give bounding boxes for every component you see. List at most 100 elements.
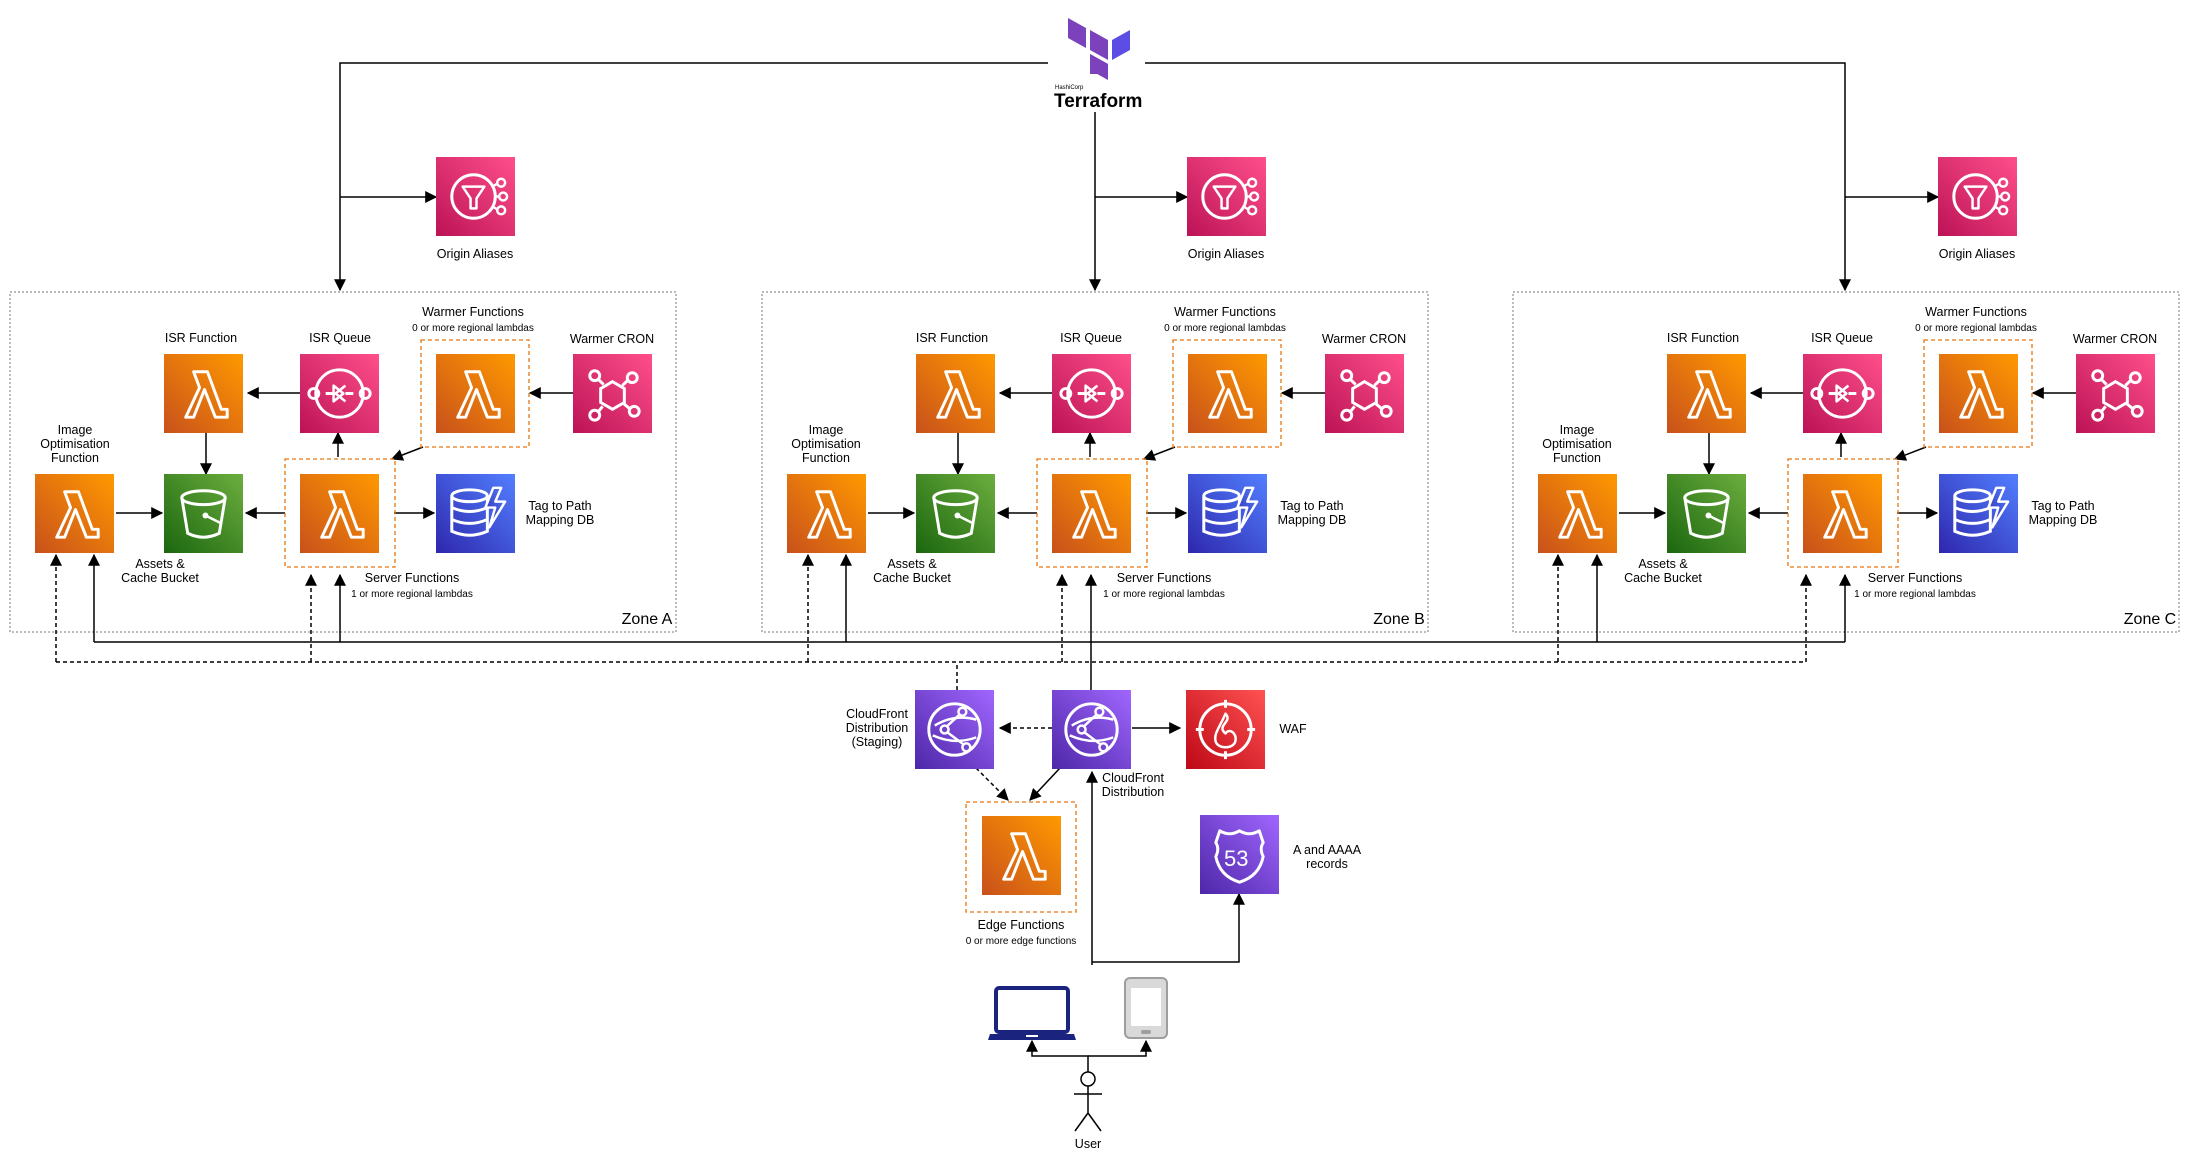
cf-staging-label-1: CloudFront <box>846 707 908 721</box>
warmer-cron-a-icon <box>573 354 652 433</box>
server-functions-sub: 1 or more regional lambdas <box>1103 589 1225 600</box>
isr-function-label: ISR Function <box>1667 331 1739 345</box>
zone-c-box <box>1512 291 2180 633</box>
image-optimisation-b-icon <box>787 474 866 553</box>
waf-label: WAF <box>1279 722 1307 736</box>
origin-aliases-c-icon <box>1938 157 2017 236</box>
cloudfront-staging-icon <box>915 690 994 769</box>
isr-queue-label: ISR Queue <box>309 331 371 345</box>
origin-aliases-label: Origin Aliases <box>1188 247 1264 261</box>
image-opt-label-3: Function <box>1553 451 1601 465</box>
zone-a-box <box>9 291 677 633</box>
cloudfront-icon <box>1052 690 1131 769</box>
terraform-vendor: HashiCorp <box>1055 85 1084 91</box>
image-opt-label-3: Function <box>802 451 850 465</box>
origin-aliases-b-icon <box>1187 157 1266 236</box>
zone-c-icons <box>1538 157 2155 553</box>
warmer-functions-c-icon <box>1939 354 2018 433</box>
zone-a-name: Zone A <box>622 611 673 628</box>
server-functions-c-icon <box>1803 474 1882 553</box>
terraform-name: Terraform <box>1054 91 1142 112</box>
cf-label-1: CloudFront <box>1102 771 1164 785</box>
server-functions-sub: 1 or more regional lambdas <box>351 589 473 600</box>
zone-boxes <box>9 291 2180 633</box>
dns-label-1: A and AAAA <box>1293 843 1362 857</box>
edge-functions-label: Edge Functions <box>978 918 1065 932</box>
server-functions-a-icon <box>300 474 379 553</box>
warmer-functions-label: Warmer Functions <box>1174 305 1276 319</box>
tag-db-label-2: Mapping DB <box>526 513 595 527</box>
image-optimisation-c-icon <box>1538 474 1617 553</box>
waf-icon <box>1186 690 1265 769</box>
isr-function-b-icon <box>916 354 995 433</box>
origin-aliases-label: Origin Aliases <box>437 247 513 261</box>
assets-bucket-a-icon <box>164 474 243 553</box>
zone-b-name: Zone B <box>1373 611 1425 628</box>
assets-label-1: Assets & <box>135 557 185 571</box>
global-icons: 53 <box>915 690 1279 1132</box>
cf-label-2: Distribution <box>1102 785 1165 799</box>
warmer-cron-c-icon <box>2076 354 2155 433</box>
image-opt-label-3: Function <box>51 451 99 465</box>
image-opt-label-1: Image <box>809 423 844 437</box>
assets-label-1: Assets & <box>1638 557 1688 571</box>
isr-function-label: ISR Function <box>916 331 988 345</box>
route53-number: 53 <box>1224 846 1248 871</box>
server-functions-label: Server Functions <box>1868 571 1962 585</box>
mobile-phone-icon <box>1124 977 1168 1039</box>
group-boxes <box>284 339 2033 913</box>
tag-db-label-1: Tag to Path <box>2031 499 2094 513</box>
isr-function-label: ISR Function <box>165 331 237 345</box>
zone-c-name: Zone C <box>2124 611 2176 628</box>
server-functions-sub: 1 or more regional lambdas <box>1854 589 1976 600</box>
tag-db-label-1: Tag to Path <box>528 499 591 513</box>
warmer-cron-label: Warmer CRON <box>1322 332 1406 346</box>
tag-db-a-icon <box>436 474 515 553</box>
laptop-icon <box>988 986 1076 1040</box>
zone-a-icons <box>35 157 652 553</box>
isr-function-a-icon <box>164 354 243 433</box>
warmer-functions-sub: 0 or more regional lambdas <box>412 323 534 334</box>
zone-b-labels: Origin Aliases ISR Function ISR Queue Wa… <box>791 247 1425 628</box>
edge-functions-sub: 0 or more edge functions <box>966 936 1077 947</box>
tag-db-label-1: Tag to Path <box>1280 499 1343 513</box>
global-labels: CloudFront Distribution (Staging) CloudF… <box>846 707 1362 1151</box>
server-functions-b-icon <box>1052 474 1131 553</box>
assets-label-2: Cache Bucket <box>121 571 199 585</box>
isr-queue-c-icon <box>1803 354 1882 433</box>
zone-c-labels: Origin Aliases ISR Function ISR Queue Wa… <box>1542 247 2176 628</box>
warmer-functions-b-icon <box>1188 354 1267 433</box>
assets-label-2: Cache Bucket <box>873 571 951 585</box>
user-label: User <box>1075 1137 1101 1151</box>
connectors <box>88 62 2076 1072</box>
dashed-connectors <box>50 553 1812 801</box>
origin-aliases-a-icon <box>436 157 515 236</box>
warmer-functions-label: Warmer Functions <box>422 305 524 319</box>
image-opt-label-1: Image <box>58 423 93 437</box>
assets-bucket-b-icon <box>916 474 995 553</box>
warmer-functions-sub: 0 or more regional lambdas <box>1164 323 1286 334</box>
isr-function-c-icon <box>1667 354 1746 433</box>
warmer-cron-b-icon <box>1325 354 1404 433</box>
terraform-logo: HashiCorp Terraform <box>1054 18 1142 112</box>
zone-b-box <box>761 291 1429 633</box>
isr-queue-a-icon <box>300 354 379 433</box>
dns-label-2: records <box>1306 857 1348 871</box>
warmer-functions-a-icon <box>436 354 515 433</box>
tag-db-c-icon <box>1939 474 2018 553</box>
warmer-functions-sub: 0 or more regional lambdas <box>1915 323 2037 334</box>
assets-bucket-c-icon <box>1667 474 1746 553</box>
assets-label-1: Assets & <box>887 557 937 571</box>
server-functions-label: Server Functions <box>1117 571 1211 585</box>
image-opt-label-1: Image <box>1560 423 1595 437</box>
cf-staging-label-3: (Staging) <box>852 735 903 749</box>
tag-db-label-2: Mapping DB <box>1278 513 1347 527</box>
zone-a-labels: Origin Aliases ISR Function ISR Queue Wa… <box>40 247 672 628</box>
assets-label-2: Cache Bucket <box>1624 571 1702 585</box>
isr-queue-label: ISR Queue <box>1060 331 1122 345</box>
server-functions-label: Server Functions <box>365 571 459 585</box>
isr-queue-b-icon <box>1052 354 1131 433</box>
tag-db-b-icon <box>1188 474 1267 553</box>
warmer-cron-label: Warmer CRON <box>570 332 654 346</box>
